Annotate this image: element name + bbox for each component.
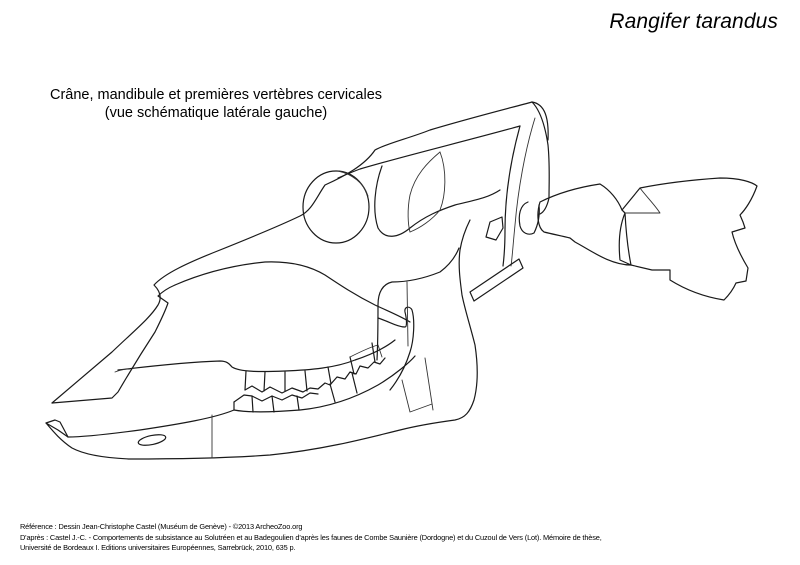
skull [51,101,550,404]
figure-caption: Crâne, mandibule et premières vertèbres … [28,86,404,122]
upper-tooth-divider [371,342,376,363]
lower-tooth-row [233,355,416,413]
frontal-ridge [502,125,521,267]
mandible [45,219,478,460]
premaxilla-outline [51,284,176,404]
lower-tooth-divider [251,395,254,413]
incisor-tip [45,419,69,438]
mandible-ramus-front [376,247,460,361]
orbit [302,170,370,244]
upper-tooth-divider [244,370,247,391]
upper-tooth-divider [263,371,266,392]
reference-publisher: Université de Bordeaux I. Editions unive… [20,543,296,552]
upper-tooth-row [244,342,386,394]
caption-line-2: (vue schématique latérale gauche) [104,105,328,121]
lower-teeth-base-line [233,355,416,413]
axis-vertebra [621,177,758,301]
upper-tooth-divider [304,370,308,392]
mental-foramen [137,434,167,446]
snout [51,261,411,404]
orbit-rim [337,170,369,197]
lower-teeth-crown-line [233,392,319,403]
lower-tooth-divider [329,383,336,403]
frontal-ridge-inner [510,117,536,267]
occipital-back [531,101,549,141]
angular-process [401,357,434,413]
lower-tooth-divider [271,395,275,413]
condyle-fragment [485,216,504,241]
reference-credit: Référence : Dessin Jean-Christophe Caste… [20,522,303,531]
nasal-inner-line [337,125,521,179]
maxilla-upper-line [174,261,411,323]
upper-teeth-crown-line [244,357,386,394]
upper-tooth-divider [327,366,332,385]
axis-spine-notch [624,187,661,214]
caption-line-1: Crâne, mandibule et premières vertèbres … [49,87,383,103]
coronoid-process [377,306,415,391]
reference-footer: Référence : Dessin Jean-Christophe Caste… [20,522,602,554]
reference-source: D'après : Castel J.-C. - Comportements d… [20,532,602,542]
lower-tooth-divider [296,395,300,411]
atlas-vertebra [537,183,632,266]
skull-dorsal-outline [51,101,550,404]
palate-notch [114,368,131,373]
temporal-fossa-outer [374,165,501,237]
temporal-fossa-inner [407,151,441,233]
temporal-fossa-cap [409,151,446,233]
mandible-ramus-divider [406,281,409,347]
lower-tooth-divider [351,372,358,394]
stylohyoid-bar [469,258,524,302]
occipital-condyle [518,201,540,235]
upper-tooth-divider [349,356,355,375]
species-title: Rangifer tarandus [609,10,778,33]
